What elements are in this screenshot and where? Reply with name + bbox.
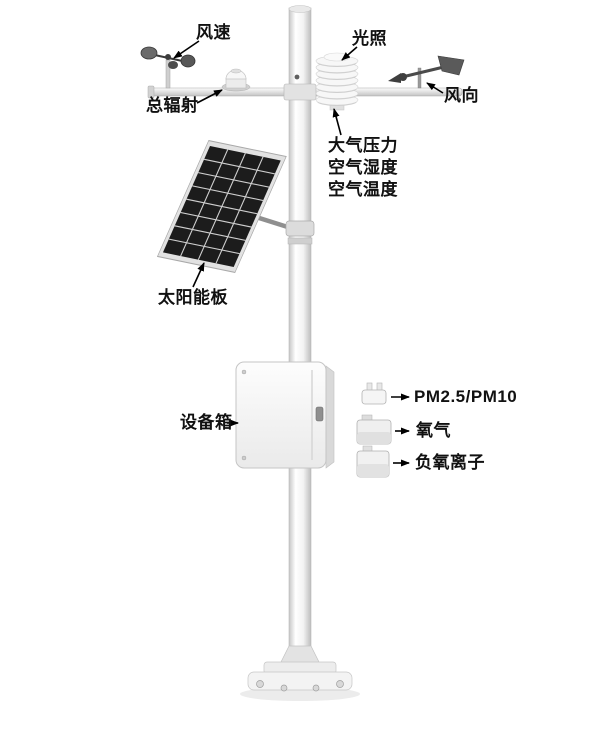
- pm-sensor: [361, 382, 387, 405]
- arrow-wind-direction: [426, 82, 444, 94]
- solar-panel: [156, 140, 287, 273]
- oxygen-sensor: [356, 414, 392, 445]
- label-negative-ion: 负氧离子: [415, 453, 485, 472]
- main-pole: [287, 5, 313, 649]
- label-pm: PM2.5/PM10: [414, 387, 518, 406]
- label-air-humidity: 空气湿度: [328, 158, 398, 177]
- callout-arrows: [173, 40, 444, 467]
- arrow-light: [341, 46, 358, 61]
- arrow-atmosphere-sensors: [332, 108, 342, 136]
- ground-shadow: [240, 687, 360, 701]
- label-solar-panel: 太阳能板: [158, 288, 228, 307]
- pole-base: [247, 645, 353, 692]
- equipment-box: [235, 361, 335, 469]
- arrow-solar-panel: [192, 262, 205, 288]
- anemometer: [140, 46, 196, 89]
- label-wind-direction: 风向: [444, 86, 479, 105]
- label-air-temperature: 空气温度: [328, 180, 398, 199]
- label-light: 光照: [352, 29, 387, 48]
- label-air-pressure: 大气压力: [328, 136, 398, 155]
- wind-vane: [388, 55, 465, 89]
- arrow-total-radiation: [196, 89, 223, 104]
- label-oxygen: 氧气: [416, 421, 451, 440]
- label-wind-speed: 风速: [196, 23, 231, 42]
- label-total-radiation: 总辐射: [146, 96, 199, 115]
- label-equipment-box: 设备箱: [180, 413, 233, 432]
- arrow-wind-speed: [173, 40, 200, 59]
- negative-ion-sensor: [356, 445, 390, 478]
- radiation-shield: [315, 52, 359, 111]
- pyranometer: [221, 68, 251, 92]
